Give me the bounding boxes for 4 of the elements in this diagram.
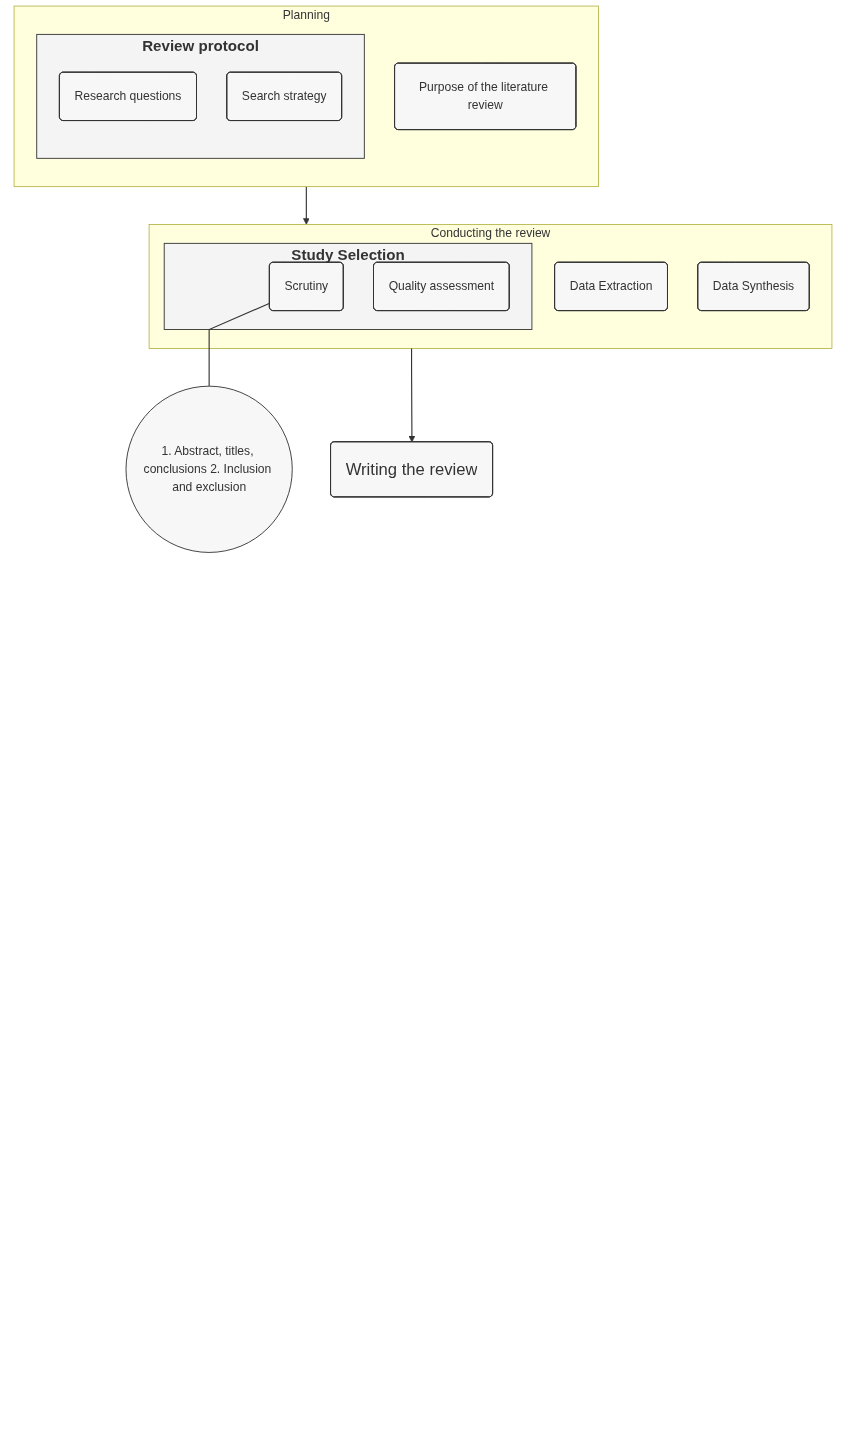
arrow bbox=[303, 186, 310, 225]
connector bbox=[208, 302, 271, 387]
node-circle: 1. Abstract, titles, conclusions 2. Inclusion and exclusion bbox=[125, 385, 293, 553]
arrow bbox=[408, 347, 416, 443]
